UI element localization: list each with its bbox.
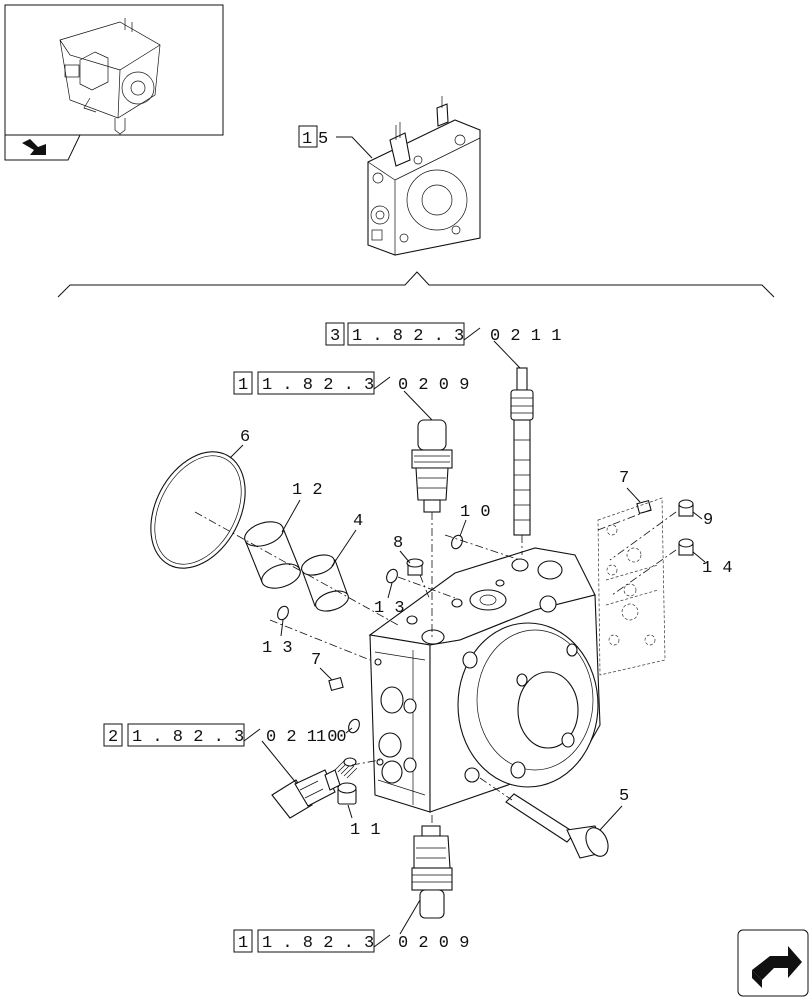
label-part-11: 1 1 bbox=[350, 821, 381, 840]
part-10-oring-lower[interactable] bbox=[347, 718, 362, 735]
label-part-10-upper: 1 0 bbox=[460, 503, 491, 522]
label-part-5: 5 bbox=[619, 787, 629, 806]
relief-valve-left[interactable] bbox=[271, 757, 358, 819]
part-7-plug-right[interactable] bbox=[636, 499, 652, 515]
thumbnail-panel[interactable] bbox=[4, 4, 224, 161]
cartridge-valve-lower[interactable] bbox=[411, 825, 453, 919]
part-5-bolt[interactable] bbox=[505, 793, 612, 860]
ref-top-bracket-number: 3 bbox=[330, 327, 340, 346]
reference-callout-bottom[interactable]: 1 1 . 8 2 . 3 0 2 0 9 bbox=[233, 899, 469, 953]
part-6-large-oring[interactable] bbox=[132, 436, 264, 585]
reference-callout-top[interactable]: 3 1 . 8 2 . 3 0 2 1 1 bbox=[325, 322, 561, 369]
ghost-gasket-plate bbox=[597, 497, 666, 676]
back-arrow-icon[interactable] bbox=[4, 134, 81, 161]
thumbnail-pump-image bbox=[59, 18, 161, 135]
label-part-9: 9 bbox=[703, 511, 713, 530]
ref-left-tail: 0 2 1 0 bbox=[266, 728, 337, 747]
part-13-oring-upper[interactable] bbox=[385, 568, 400, 585]
label-part-13-upper: 1 3 bbox=[374, 599, 405, 618]
ref-bottom-bracket-number: 1 bbox=[238, 934, 248, 953]
label-part-14: 1 4 bbox=[702, 559, 733, 578]
ref-top-code: 1 . 8 2 . 3 bbox=[352, 327, 464, 346]
reference-callout-left[interactable]: 2 1 . 8 2 . 3 0 2 1 0 bbox=[103, 723, 337, 785]
label-part-6: 6 bbox=[240, 428, 250, 447]
assembly-centerlines bbox=[194, 509, 677, 826]
part-13-oring-lower[interactable] bbox=[276, 605, 291, 622]
label-part-4: 4 bbox=[353, 512, 363, 531]
label-part-12: 1 2 bbox=[292, 481, 323, 500]
assembly-view bbox=[367, 96, 481, 256]
ref-bottom-tail: 0 2 0 9 bbox=[398, 934, 469, 953]
ref-left-bracket-number: 2 bbox=[108, 728, 118, 747]
ref-left-code: 1 . 8 2 . 3 bbox=[132, 728, 244, 747]
assembly-callout-digit-1: 1 bbox=[302, 130, 312, 149]
part-9-plug[interactable] bbox=[678, 499, 694, 517]
section-bracket bbox=[57, 271, 775, 298]
ref-top-tail: 0 2 1 1 bbox=[490, 327, 561, 346]
label-part-7-right: 7 bbox=[619, 469, 629, 488]
next-page-icon[interactable] bbox=[737, 929, 809, 997]
part-12-sleeve[interactable] bbox=[242, 517, 304, 592]
label-part-10-lower: 1 0 bbox=[316, 728, 347, 747]
assembly-callout[interactable]: 1 5 bbox=[298, 125, 373, 159]
reference-callout-upper[interactable]: 1 1 . 8 2 . 3 0 2 0 9 bbox=[233, 371, 469, 421]
part-7-plug-left[interactable] bbox=[328, 676, 344, 692]
ref-upper-code: 1 . 8 2 . 3 bbox=[262, 376, 374, 395]
ref-upper-tail: 0 2 0 9 bbox=[398, 376, 469, 395]
label-part-13-lower: 1 3 bbox=[262, 639, 293, 658]
long-sensor-probe[interactable] bbox=[510, 367, 534, 536]
label-part-8: 8 bbox=[393, 534, 403, 553]
ref-upper-bracket-number: 1 bbox=[238, 376, 248, 395]
assembly-callout-digit-2: 5 bbox=[318, 130, 328, 149]
part-labels: 6 1 2 4 8 1 0 1 3 1 3 7 7 9 1 4 1 0 1 1 … bbox=[229, 428, 733, 840]
label-part-7-left: 7 bbox=[311, 651, 321, 670]
part-4-ring[interactable] bbox=[299, 551, 351, 615]
cartridge-valve-upper[interactable] bbox=[411, 419, 453, 513]
ref-bottom-code: 1 . 8 2 . 3 bbox=[262, 934, 374, 953]
part-10-oring-upper[interactable] bbox=[450, 534, 465, 551]
part-14-plug[interactable] bbox=[678, 538, 694, 556]
part-8-plug[interactable] bbox=[406, 558, 424, 576]
part-11-plug[interactable] bbox=[337, 782, 357, 805]
valve-block bbox=[368, 547, 601, 813]
